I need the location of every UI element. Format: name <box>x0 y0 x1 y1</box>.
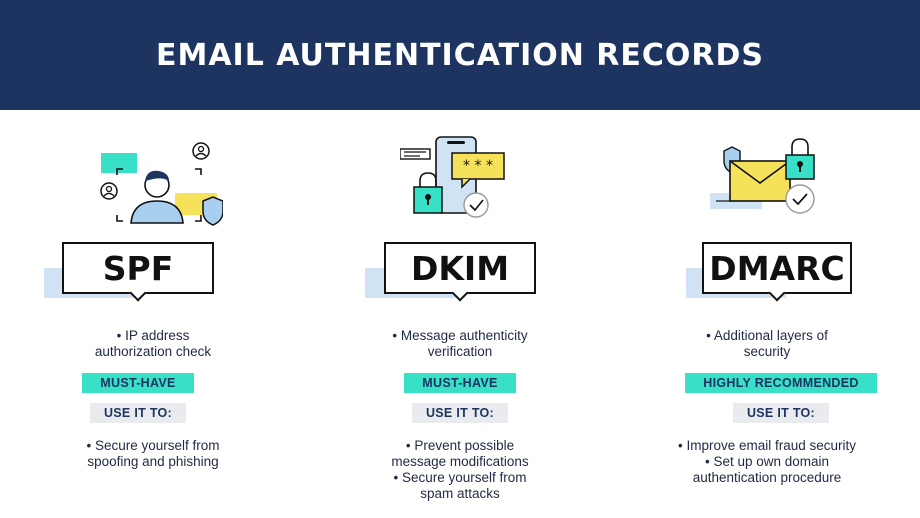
dkim-uses: • Prevent possible message modifications… <box>307 438 613 502</box>
page-header: EMAIL AUTHENTICATION RECORDS <box>0 0 920 110</box>
use-item: • Secure yourself from spoofing and phis… <box>0 438 306 470</box>
spf-uses: • Secure yourself from spoofing and phis… <box>0 438 306 470</box>
dmarc-uses: • Improve email fraud security • Set up … <box>614 438 920 486</box>
use-line: spoofing and phishing <box>87 454 219 469</box>
dkim-column: * * * DKIM • Message authenticity verifi… <box>307 110 613 518</box>
dmarc-column: DMARC • Additional layers of security HI… <box>614 110 920 518</box>
use-line: • Set up own domain <box>704 454 830 469</box>
dmarc-badge: HIGHLY RECOMMENDED <box>685 373 877 393</box>
dmarc-illustration <box>614 135 920 235</box>
spf-badge: MUST-HAVE <box>82 373 194 393</box>
dkim-label-box: DKIM <box>307 242 613 302</box>
spf-column: SPF • IP address authorization check MUS… <box>0 110 306 518</box>
description-line: security <box>743 344 791 359</box>
dmarc-label-box: DMARC <box>614 242 920 302</box>
dmarc-title: DMARC <box>702 242 852 294</box>
dkim-illustration: * * * <box>307 135 613 235</box>
use-line: • Prevent possible <box>405 438 515 453</box>
spf-use-label: USE IT TO: <box>90 403 186 423</box>
dmarc-use-label: USE IT TO: <box>733 403 829 423</box>
phone-lock-icon: * * * <box>400 136 505 218</box>
spf-description: • IP address authorization check <box>0 328 306 360</box>
use-line: • Secure yourself from <box>393 470 527 485</box>
page-title: EMAIL AUTHENTICATION RECORDS <box>155 37 765 73</box>
description-line: • Message authenticity <box>392 328 528 343</box>
use-line: • Secure yourself from <box>86 438 220 453</box>
dkim-description: • Message authenticity verification <box>307 328 613 360</box>
dkim-badge: MUST-HAVE <box>404 373 516 393</box>
spf-label-box: SPF <box>0 242 306 302</box>
use-item: • Prevent possible message modifications <box>307 438 613 470</box>
user-shield-icon <box>100 142 223 226</box>
use-line: spam attacks <box>420 486 500 501</box>
description-line: • IP address <box>116 328 190 343</box>
use-item: • Secure yourself from spam attacks <box>307 470 613 502</box>
dmarc-description: • Additional layers of security <box>614 328 920 360</box>
use-line: authentication procedure <box>692 470 842 485</box>
description-line: • Additional layers of <box>706 328 828 343</box>
envelope-lock-icon <box>710 138 815 214</box>
dkim-use-label: USE IT TO: <box>412 403 508 423</box>
use-item: • Improve email fraud security <box>614 438 920 454</box>
use-item: • Set up own domain authentication proce… <box>614 454 920 486</box>
use-line: • Improve email fraud security <box>677 438 857 453</box>
use-line: message modifications <box>391 454 529 469</box>
spf-illustration <box>0 135 306 235</box>
description-line: authorization check <box>94 344 212 359</box>
description-line: verification <box>427 344 493 359</box>
svg-text:* * *: * * * <box>463 158 493 174</box>
